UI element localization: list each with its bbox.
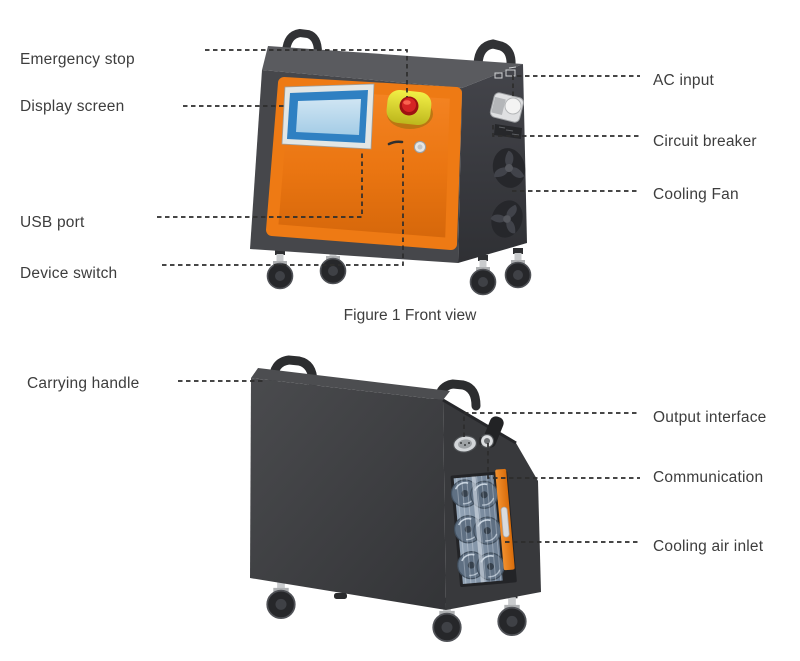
rear-bottom-foot <box>334 593 347 599</box>
front-view-device <box>250 28 532 296</box>
cooling-air-inlet-grille <box>449 468 517 588</box>
label-emergency-stop: Emergency stop <box>20 51 135 68</box>
emergency-stop-button <box>386 89 433 129</box>
label-usb-port: USB port <box>20 214 85 231</box>
label-output-interface: Output interface <box>653 409 767 426</box>
front-device-top-face <box>262 46 523 88</box>
rear-device-back-face <box>250 378 446 610</box>
side-panel-prints <box>494 66 517 79</box>
leader-emergency-stop <box>205 49 408 97</box>
leader-device-switch <box>162 148 404 266</box>
communication-connector <box>478 433 495 449</box>
label-cooling-fan: Cooling Fan <box>653 186 739 203</box>
grille-strip-handle <box>500 506 510 538</box>
leader-lines <box>157 49 640 543</box>
rear-view-device <box>250 355 541 643</box>
leader-output-interface <box>463 412 640 437</box>
label-circuit-breaker: Circuit breaker <box>653 133 757 150</box>
label-communication: Communication <box>653 469 764 486</box>
label-carrying-handle: Carrying handle <box>27 375 140 392</box>
label-ac-input: AC input <box>653 72 715 89</box>
ac-input-socket <box>489 92 524 123</box>
usb-port-mark <box>387 140 404 146</box>
leader-circuit-breaker <box>492 125 640 137</box>
rear-device-top-face <box>251 368 450 400</box>
label-cooling-air-inlet: Cooling air inlet <box>653 538 764 555</box>
figure1-caption: Figure 1 Front view <box>343 307 477 324</box>
device-switch-button <box>413 140 427 154</box>
leader-communication <box>487 443 640 479</box>
rear-device-chamfer-edge <box>442 398 517 445</box>
leader-usb-port <box>157 151 363 218</box>
display-screen <box>281 83 375 150</box>
label-display-screen: Display screen <box>20 98 125 115</box>
front-device-handles <box>282 28 516 71</box>
label-device-switch: Device switch <box>20 265 118 282</box>
leader-ac-input <box>512 75 640 96</box>
